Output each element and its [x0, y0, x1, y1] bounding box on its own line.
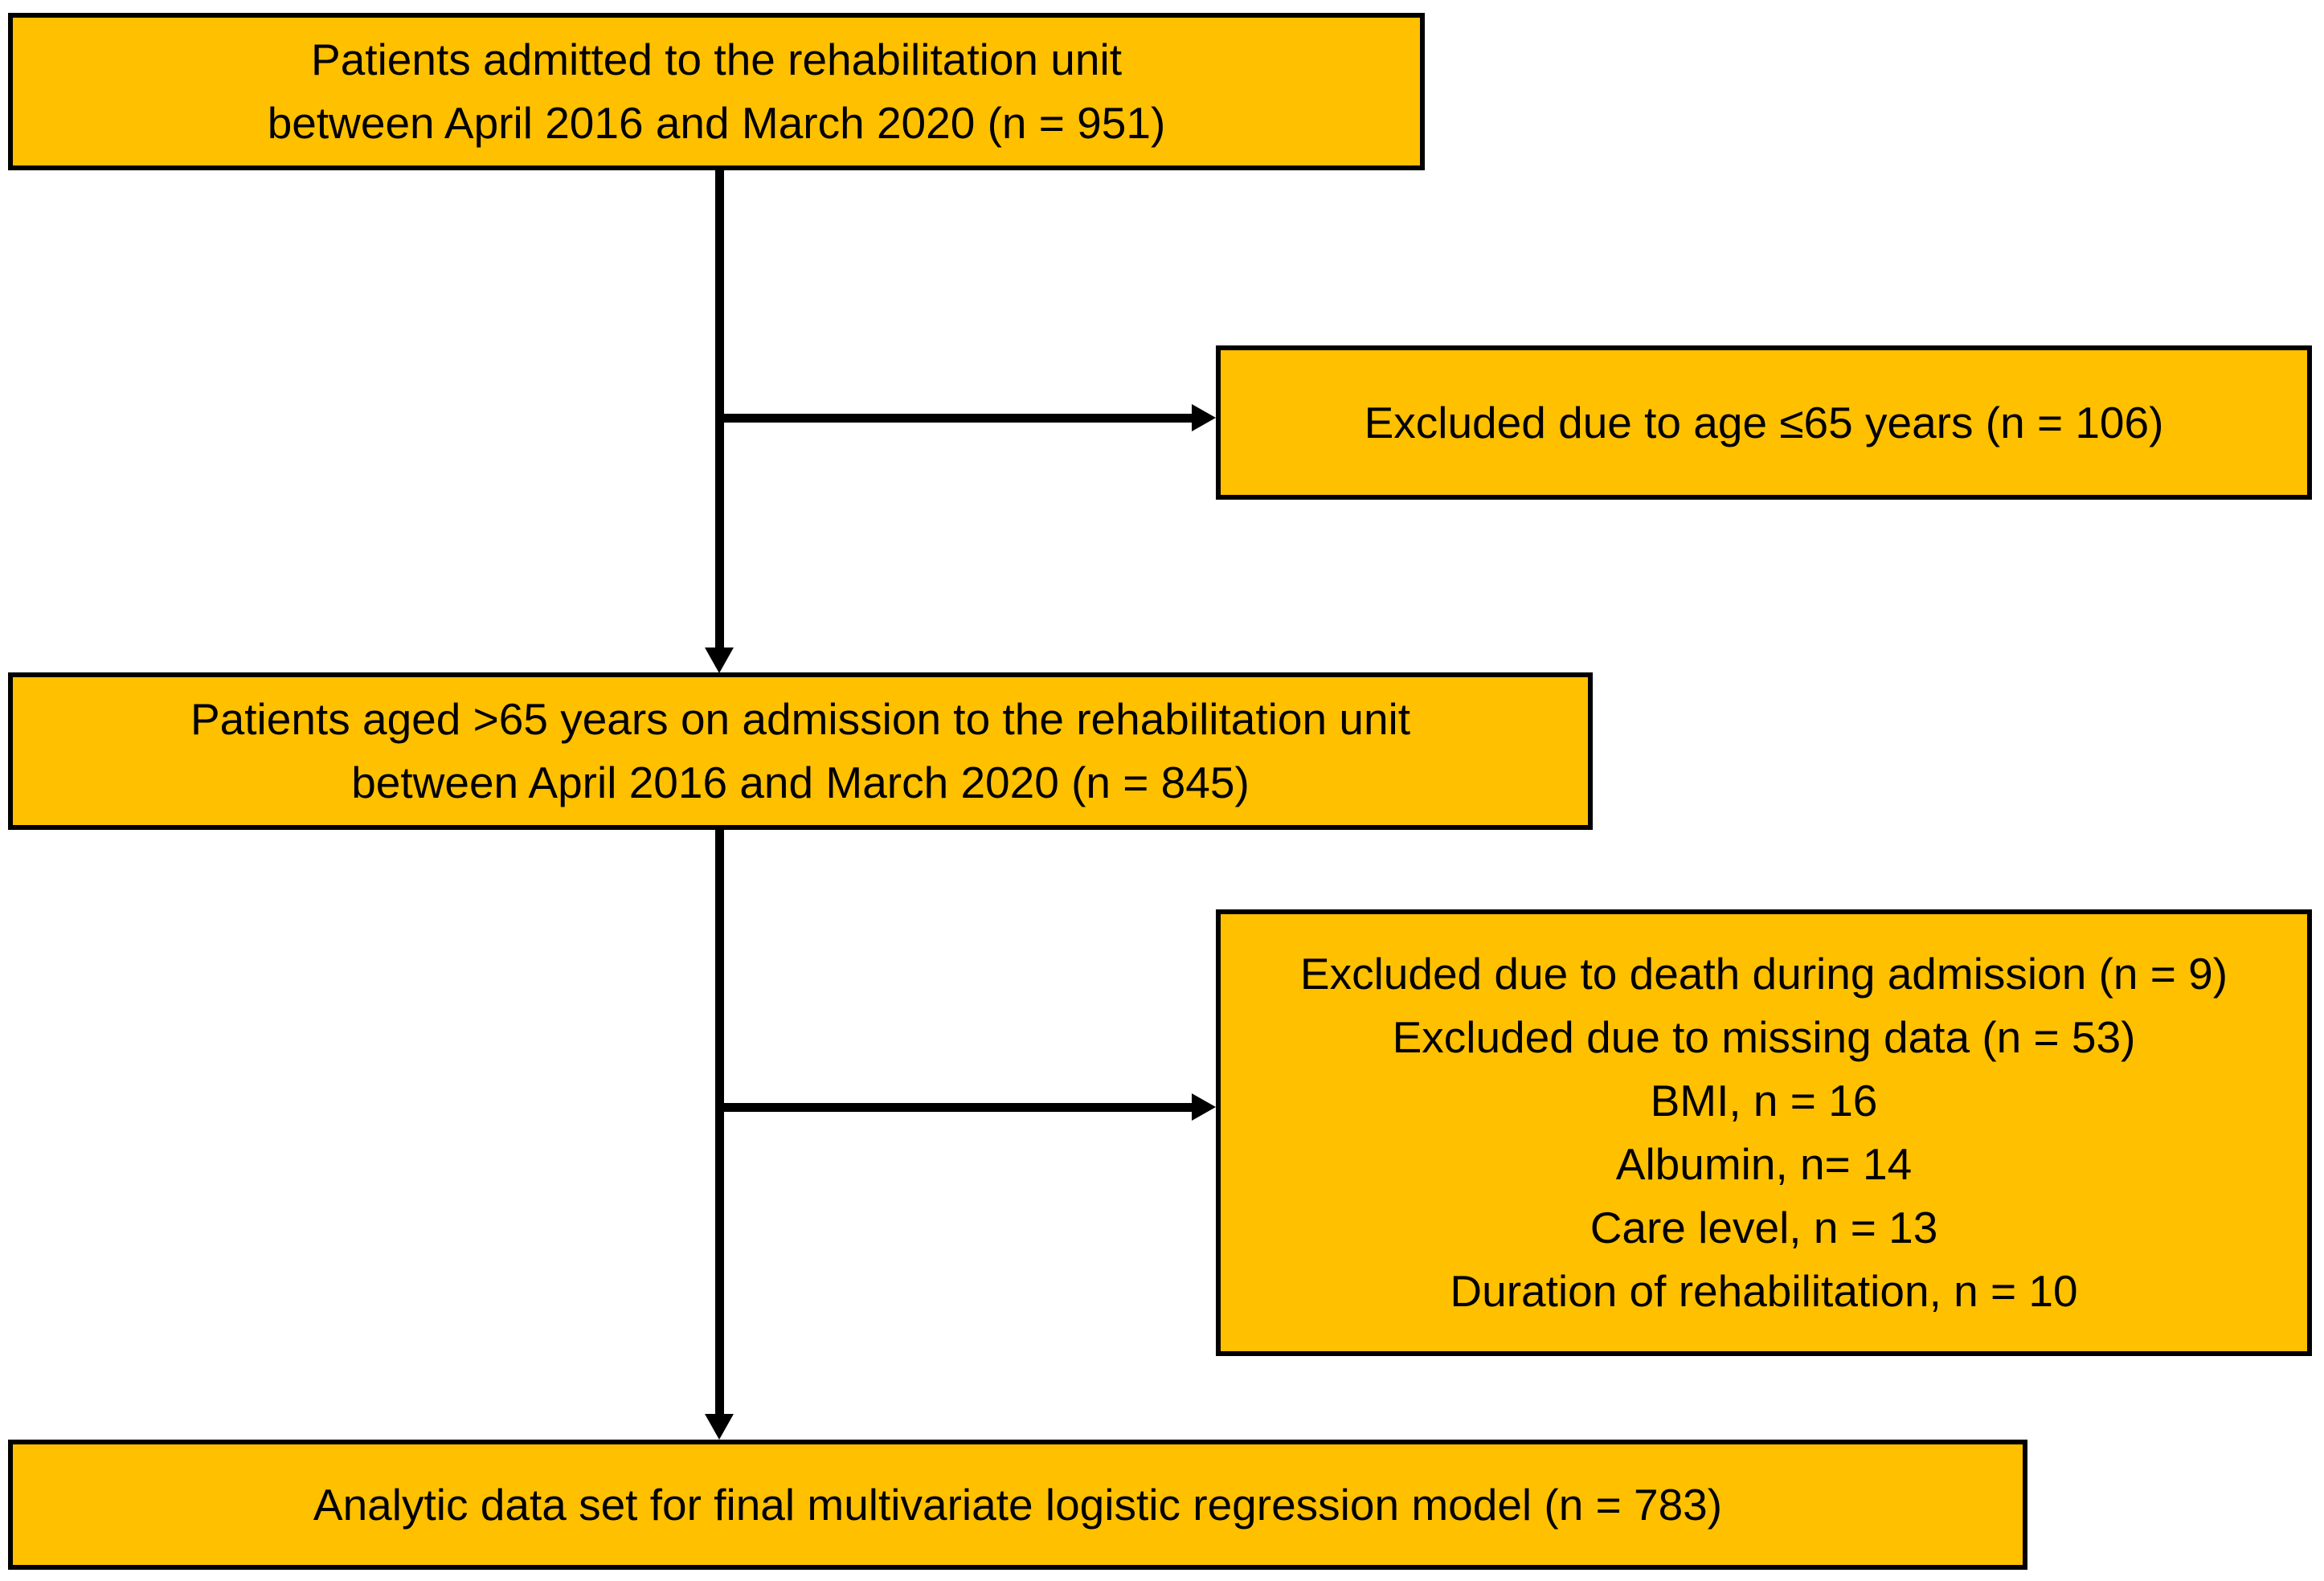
flow-box-analytic: Analytic data set for final multivariate… — [8, 1440, 2027, 1570]
arrow-aged-to-analytic-shaft — [715, 830, 724, 1415]
arrowhead-down-icon — [705, 1414, 734, 1440]
flow-box-line: BMI, n = 16 — [1650, 1076, 1878, 1125]
flow-box-aged-over65: Patients aged >65 years on admission to … — [8, 672, 1593, 830]
flow-box-excluded-missing: Excluded due to death during admission (… — [1216, 909, 2312, 1356]
flow-box-line: Patients admitted to the rehabilitation … — [311, 35, 1122, 84]
arrowhead-right-icon — [1192, 404, 1216, 431]
flow-box-line: Analytic data set for final multivariate… — [313, 1479, 1723, 1530]
flow-box-line: Duration of rehabilitation, n = 10 — [1450, 1266, 2078, 1316]
flow-box-line: Care level, n = 13 — [1590, 1203, 1938, 1252]
arrowhead-right-icon — [1192, 1093, 1216, 1121]
flow-box-line: between April 2016 and March 2020 (n = 9… — [267, 98, 1166, 148]
flow-box-admitted: Patients admitted to the rehabilitation … — [8, 13, 1425, 170]
arrow-to-excluded-age-shaft — [719, 414, 1193, 423]
flow-box-line: Excluded due to death during admission (… — [1299, 949, 2228, 999]
flow-box-line: Excluded due to missing data (n = 53) — [1392, 1012, 2136, 1062]
arrow-to-excluded-missing-shaft — [719, 1103, 1193, 1112]
flow-box-line: Excluded due to age ≤65 years (n = 106) — [1364, 397, 2164, 447]
arrowhead-down-icon — [705, 648, 734, 673]
flow-box-excluded-age: Excluded due to age ≤65 years (n = 106) — [1216, 345, 2312, 500]
flow-box-line: between April 2016 and March 2020 (n = 8… — [351, 758, 1250, 807]
flow-box-line: Patients aged >65 years on admission to … — [190, 694, 1411, 744]
flow-box-line: Albumin, n= 14 — [1615, 1139, 1913, 1189]
arrow-admitted-to-aged-shaft — [715, 170, 724, 649]
